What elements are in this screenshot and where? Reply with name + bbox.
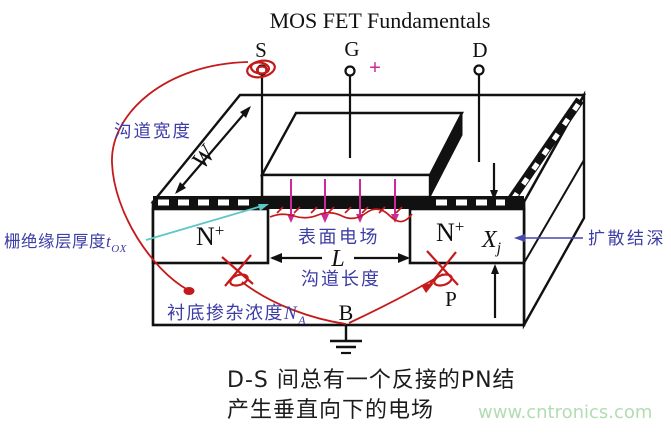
oxide-bar [153, 196, 524, 209]
gate-side-face [429, 112, 463, 198]
junction-depth-symbol: Xj [481, 227, 502, 257]
junction-depth-pointer [514, 234, 583, 242]
ground-symbol [330, 325, 362, 355]
p-substrate-label: P [445, 287, 457, 311]
source-n-label: N+ [196, 221, 224, 251]
source-emphasis-scribble [246, 59, 276, 79]
gate-label: G [344, 37, 359, 61]
oxide-bar-dashes [158, 199, 505, 206]
drain-contact-strip [507, 97, 584, 203]
dimension-arrows [175, 106, 499, 318]
drain-terminal-dot [473, 64, 485, 76]
bulk-label: B [339, 300, 354, 325]
oxide-pointer [145, 204, 269, 241]
side-junction-line [523, 159, 585, 264]
caption-line2: 产生垂直向下的电场 [227, 398, 434, 423]
source-label: S [255, 38, 267, 62]
gate-top-face [259, 111, 464, 177]
drain-label: D [472, 38, 487, 62]
gate-front-face [260, 173, 432, 199]
drain-n-label: N+ [436, 217, 464, 247]
substrate-doping-annotation: 衬底掺杂浓度NA [167, 303, 307, 327]
channel-width-annotation: 沟道宽度 [114, 122, 192, 142]
caption-line1: D-S 间总有一个反接的PN结 [227, 368, 516, 393]
gate-electrode [259, 111, 464, 199]
annotation-curve-endpoint [183, 287, 195, 295]
source-n-region [151, 207, 270, 265]
junction-to-bulk-right [348, 273, 444, 324]
page-title: MOS FET Fundamentals [270, 8, 491, 33]
gate-oxide-annotation: 栅绝缘层厚度tOX [4, 232, 128, 255]
gate-bias-plus: + [369, 55, 381, 79]
watermark: www.cntronics.com [478, 402, 652, 423]
junction-depth-annotation: 扩散结深 [588, 229, 666, 249]
channel-line [269, 208, 413, 223]
junction-to-bulk-left [241, 281, 347, 325]
channel-length-symbol: L [330, 246, 344, 272]
surface-field-annotation: 表面电场 [298, 227, 380, 248]
drain-n-region [408, 207, 526, 265]
red-arrowhead [421, 283, 434, 293]
channel-ticks [276, 206, 403, 214]
gate-terminal-dot [344, 65, 356, 77]
source-junction-x [221, 254, 254, 287]
channel-length-annotation: 沟道长度 [301, 269, 381, 290]
red-sketch-marks [111, 59, 459, 325]
source-annotation-curve [111, 61, 249, 291]
